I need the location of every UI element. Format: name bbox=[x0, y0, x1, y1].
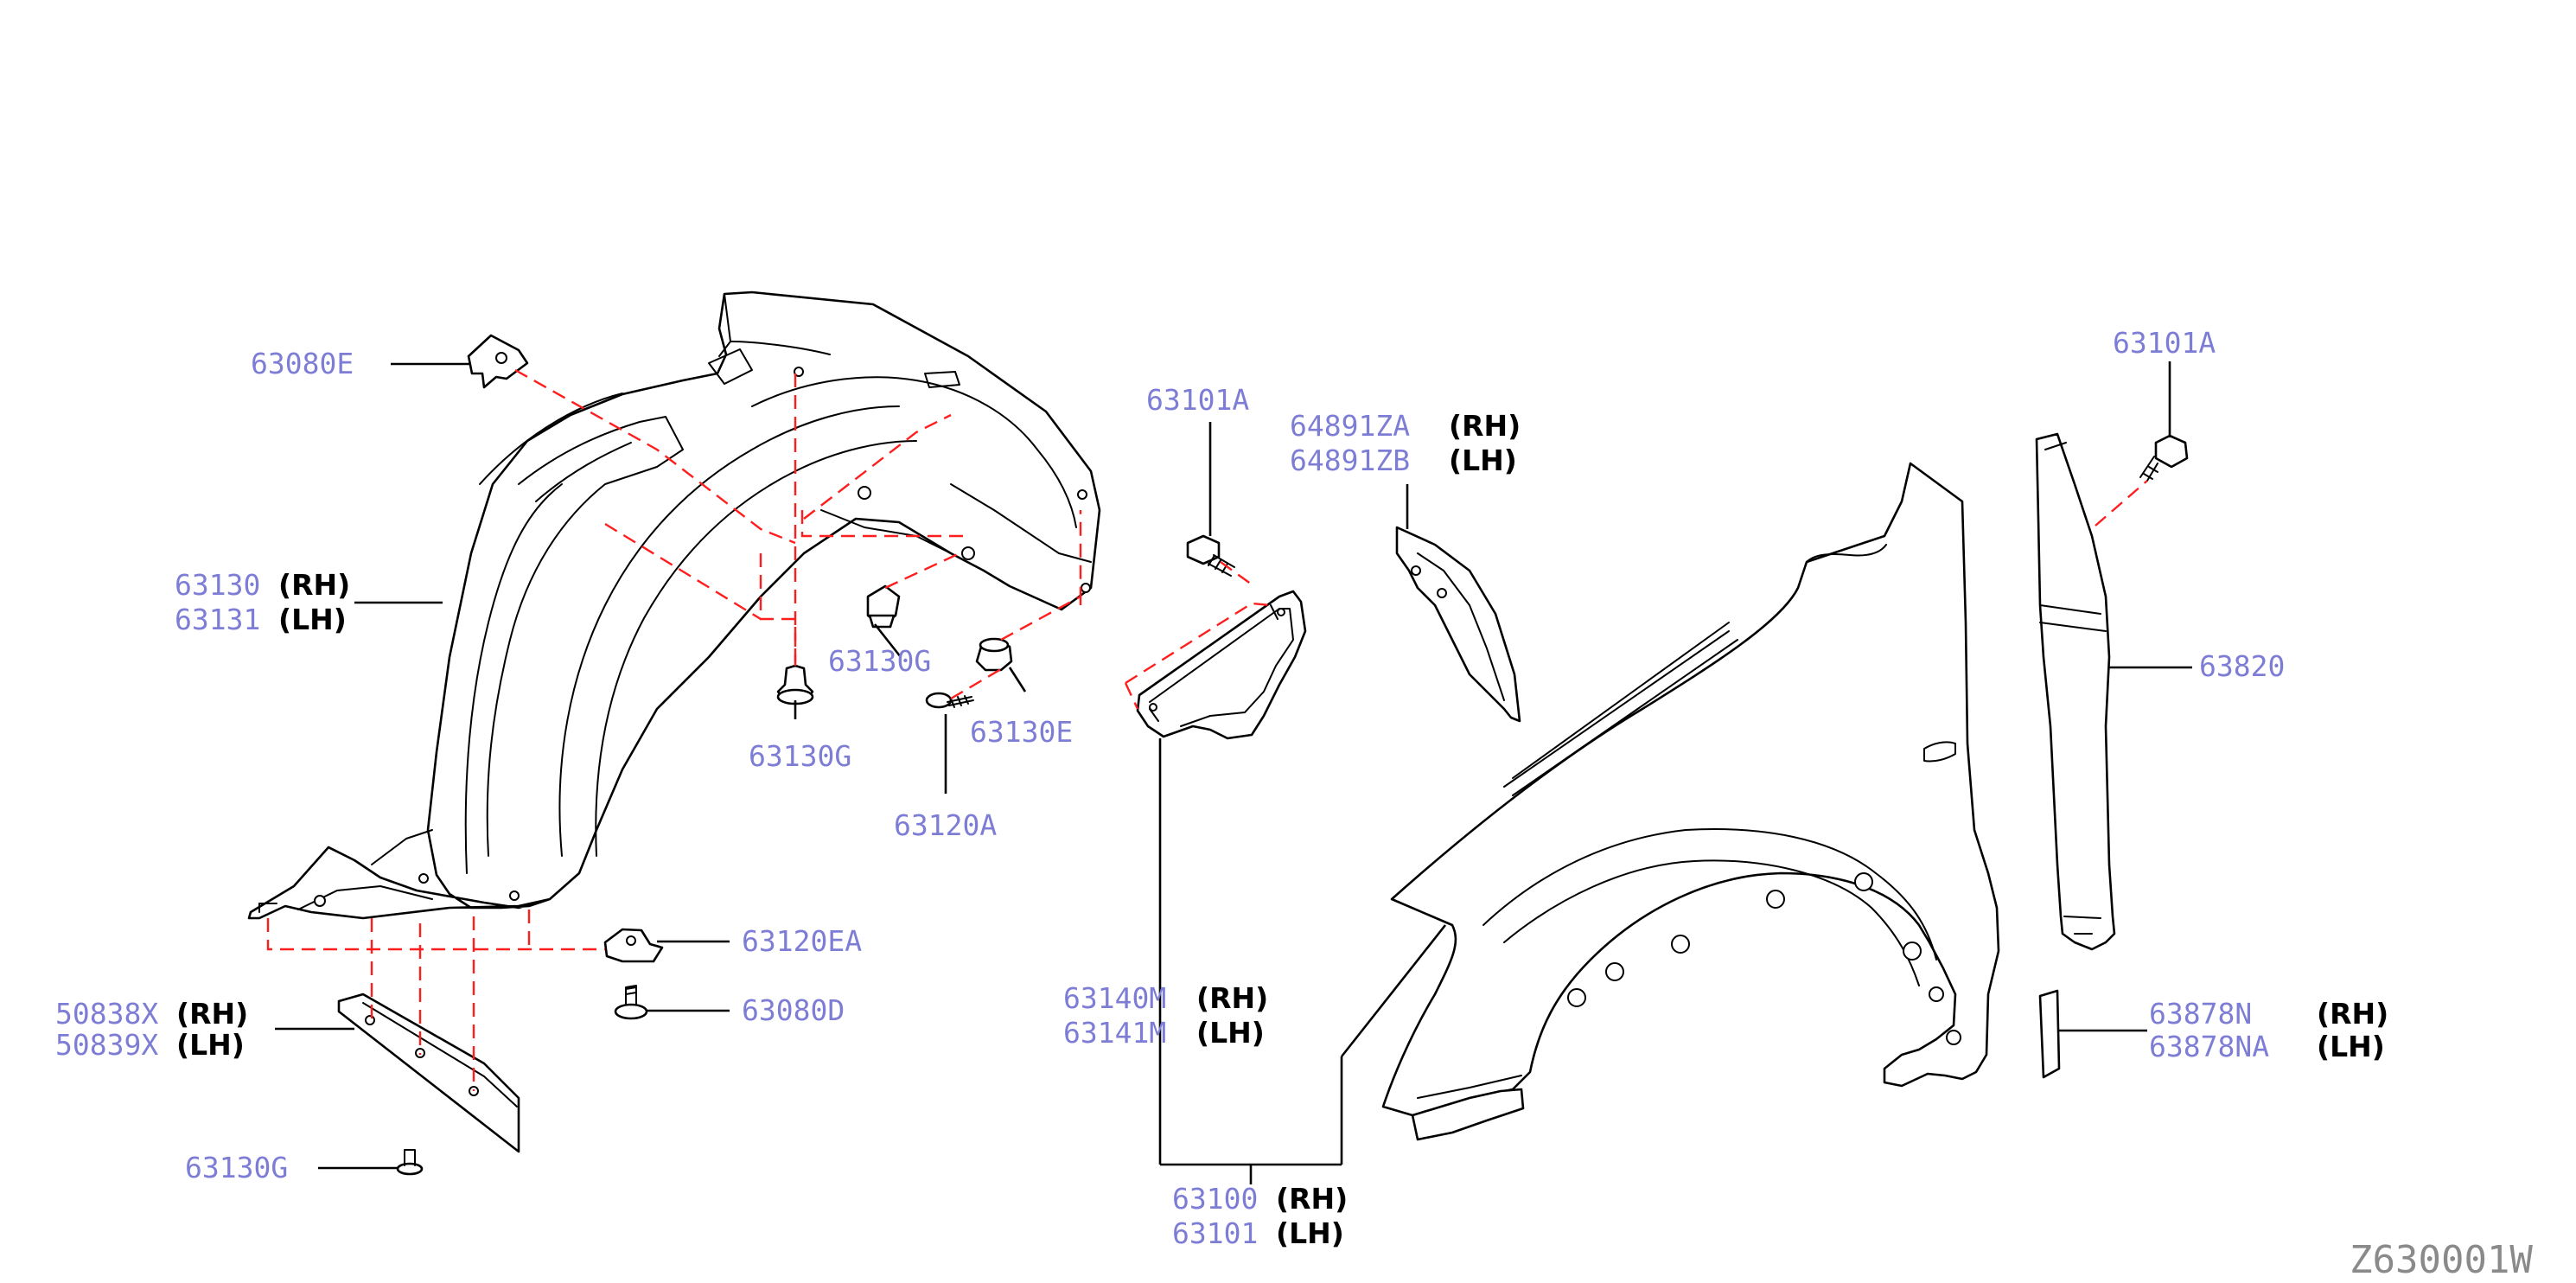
callout-63120EA[interactable]: 63120EA bbox=[742, 924, 862, 958]
svg-text:63130: 63130 bbox=[175, 568, 260, 602]
front-fender-63100-part[interactable] bbox=[1381, 462, 2000, 1141]
svg-text:(LH): (LH) bbox=[2317, 1030, 2385, 1063]
callout-63130-rh[interactable]: 63130 (RH) bbox=[175, 568, 350, 602]
svg-text:64891ZA: 64891ZA bbox=[1290, 409, 1410, 443]
callout-63878N-rh[interactable]: 63878N (RH) bbox=[2149, 997, 2388, 1031]
splash-guard-50838X-part[interactable] bbox=[337, 993, 520, 1153]
clip-63080E-part[interactable] bbox=[467, 334, 529, 389]
callout-63130G-upper[interactable]: 63130G bbox=[828, 644, 931, 678]
svg-text:63131: 63131 bbox=[175, 603, 260, 636]
callout-63141M-lh[interactable]: 63141M (LH) bbox=[1063, 1016, 1265, 1050]
callout-63101A-right[interactable]: 63101A bbox=[2113, 326, 2216, 360]
svg-text:63878NA: 63878NA bbox=[2149, 1030, 2269, 1063]
clip-63130G-upper-part[interactable] bbox=[866, 584, 901, 629]
callout-63130G-bottom[interactable]: 63130G bbox=[185, 1151, 288, 1184]
svg-text:(RH): (RH) bbox=[1196, 981, 1268, 1015]
svg-text:50838X: 50838X bbox=[55, 997, 158, 1031]
callout-63080E[interactable]: 63080E bbox=[251, 347, 354, 380]
bolt-63101A-left-part[interactable] bbox=[1186, 534, 1235, 577]
svg-text:63101A: 63101A bbox=[2113, 326, 2216, 360]
svg-text:63141M: 63141M bbox=[1063, 1016, 1166, 1050]
fender-protector-part[interactable] bbox=[247, 290, 1101, 920]
svg-text:(RH): (RH) bbox=[176, 997, 248, 1031]
svg-text:63878N: 63878N bbox=[2149, 997, 2252, 1031]
callout-63878NA-lh[interactable]: 63878NA (LH) bbox=[2149, 1030, 2385, 1063]
svg-text:63140M: 63140M bbox=[1063, 981, 1166, 1015]
clip-63130G-lower-part[interactable] bbox=[776, 664, 814, 705]
callout-63140M-rh[interactable]: 63140M (RH) bbox=[1063, 981, 1268, 1015]
svg-text:64891ZB: 64891ZB bbox=[1290, 444, 1410, 477]
svg-text:63100: 63100 bbox=[1172, 1182, 1258, 1216]
callout-64891ZA-rh[interactable]: 64891ZA (RH) bbox=[1290, 409, 1521, 443]
svg-text:(LH): (LH) bbox=[278, 603, 347, 636]
bracket-63140M-part[interactable] bbox=[1136, 590, 1307, 740]
svg-text:63080E: 63080E bbox=[251, 347, 354, 380]
pad-63878N-part[interactable] bbox=[2038, 989, 2061, 1079]
svg-text:63130E: 63130E bbox=[970, 715, 1073, 749]
callout-63120A[interactable]: 63120A bbox=[894, 808, 997, 842]
callout-63820[interactable]: 63820 bbox=[2199, 649, 2285, 683]
screw-63080D-part[interactable] bbox=[614, 985, 648, 1020]
leader-lines bbox=[275, 361, 2192, 1184]
svg-text:50839X: 50839X bbox=[55, 1028, 158, 1062]
callout-64891ZB-lh[interactable]: 64891ZB (LH) bbox=[1290, 444, 1517, 477]
clip-63130E-part[interactable] bbox=[975, 637, 1013, 672]
seal-64891ZA-part[interactable] bbox=[1395, 526, 1521, 723]
svg-text:(LH): (LH) bbox=[1276, 1216, 1344, 1250]
callout-50839X-lh[interactable]: 50839X (LH) bbox=[55, 1028, 245, 1062]
svg-text:63101A: 63101A bbox=[1146, 383, 1249, 417]
callout-63130E[interactable]: 63130E bbox=[970, 715, 1073, 749]
svg-text:63120A: 63120A bbox=[894, 808, 997, 842]
svg-text:(RH): (RH) bbox=[278, 568, 350, 602]
callout-63100-rh[interactable]: 63100 (RH) bbox=[1172, 1182, 1348, 1216]
bolt-63101A-right-part[interactable] bbox=[2139, 434, 2189, 482]
svg-text:(LH): (LH) bbox=[1449, 444, 1517, 477]
callout-63131-lh[interactable]: 63131 (LH) bbox=[175, 603, 347, 636]
svg-text:(RH): (RH) bbox=[2317, 997, 2388, 1031]
clip-63130G-bottom-part[interactable] bbox=[396, 1149, 424, 1176]
svg-text:63130G: 63130G bbox=[749, 739, 851, 773]
screw-63120A-part[interactable] bbox=[925, 692, 974, 709]
svg-text:(LH): (LH) bbox=[1196, 1016, 1265, 1050]
clip-63120EA-part[interactable] bbox=[603, 928, 664, 963]
callout-63080D[interactable]: 63080D bbox=[742, 993, 845, 1027]
svg-text:63130G: 63130G bbox=[185, 1151, 288, 1184]
svg-text:63080D: 63080D bbox=[742, 993, 845, 1027]
assembly-lines bbox=[266, 368, 2148, 1091]
svg-text:(LH): (LH) bbox=[176, 1028, 245, 1062]
diagram-code: Z630001W bbox=[2350, 1238, 2533, 1282]
svg-text:63130G: 63130G bbox=[828, 644, 931, 678]
svg-text:63120EA: 63120EA bbox=[742, 924, 862, 958]
svg-text:63101: 63101 bbox=[1172, 1216, 1258, 1250]
callout-50838X-rh[interactable]: 50838X (RH) bbox=[55, 997, 248, 1031]
callout-63101A-left[interactable]: 63101A bbox=[1146, 383, 1249, 417]
svg-text:(RH): (RH) bbox=[1276, 1182, 1348, 1216]
svg-text:63820: 63820 bbox=[2199, 649, 2285, 683]
seal-63820-part[interactable] bbox=[2035, 432, 2116, 951]
svg-text:(RH): (RH) bbox=[1449, 409, 1521, 443]
callout-63101-lh[interactable]: 63101 (LH) bbox=[1172, 1216, 1344, 1250]
callout-63130G-lower[interactable]: 63130G bbox=[749, 739, 851, 773]
